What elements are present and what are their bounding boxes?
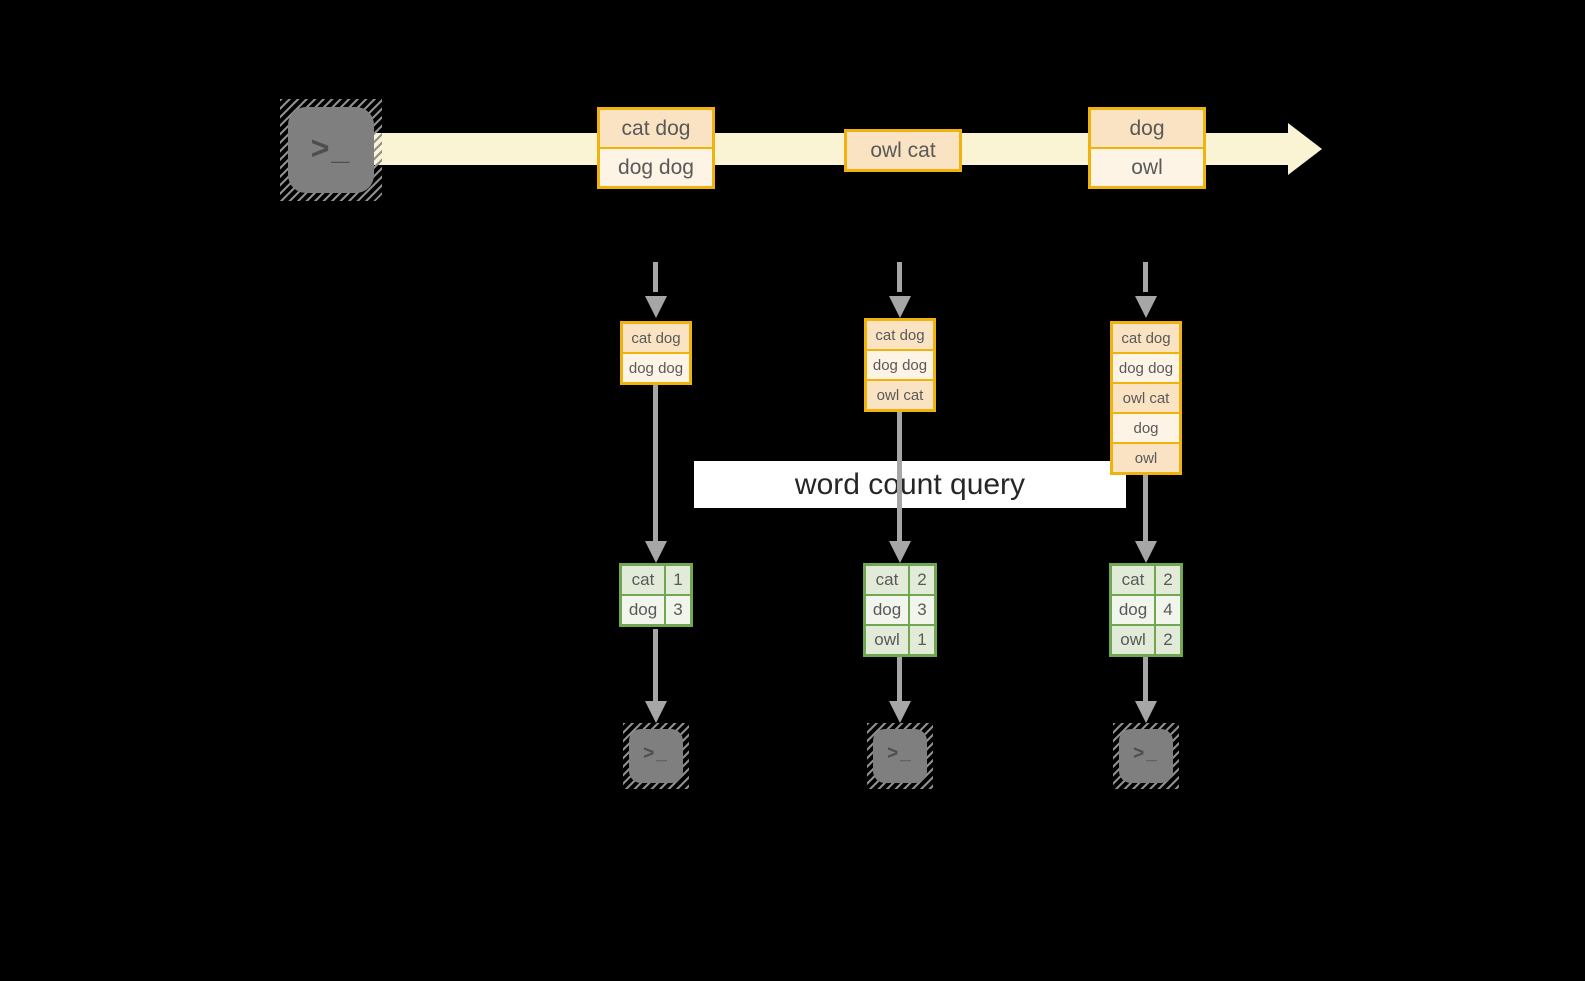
terminal-prompt-glyph: >_ (310, 129, 352, 166)
buffer-record: dog dog (1113, 354, 1179, 382)
count-cell: 3 (666, 596, 690, 624)
buffered-records-2: cat dog dog dog owl cat (864, 318, 936, 412)
buffered-records-1: cat dog dog dog (620, 321, 692, 385)
word-cell: dog (1112, 596, 1154, 624)
word-cell: cat (1112, 566, 1154, 594)
count-cell: 2 (1156, 566, 1180, 594)
buffer-record: cat dog (867, 321, 933, 349)
dashed-arrow-head-icon (889, 296, 911, 318)
word-count-table-2: cat 2 dog 3 owl 1 (863, 563, 937, 657)
count-cell: 3 (910, 596, 934, 624)
flow-arrow-line (897, 412, 902, 546)
flow-arrow-line (653, 385, 658, 546)
word-cell: owl (1112, 626, 1154, 654)
buffer-record: owl (1113, 444, 1179, 472)
dashed-arrow-head-icon (1135, 296, 1157, 318)
flow-arrow-head-icon (645, 541, 667, 563)
output-arrow-head-icon (889, 701, 911, 723)
stream-arrow-head-icon (1288, 123, 1322, 175)
flow-arrow-head-icon (1135, 541, 1157, 563)
word-cell: owl (866, 626, 908, 654)
buffer-record: dog dog (623, 354, 689, 382)
dashed-arrow-line (653, 262, 658, 292)
dashed-arrow-line (897, 262, 902, 292)
buffer-record: owl cat (1113, 384, 1179, 412)
terminal-prompt-glyph: >_ (643, 743, 669, 764)
terminal-prompt-icon: >_ (873, 729, 927, 783)
word-count-table-1: cat 1 dog 3 (619, 563, 693, 627)
count-cell: 2 (910, 566, 934, 594)
message-line: cat dog (600, 110, 712, 147)
terminal-prompt-icon: >_ (629, 729, 683, 783)
sink-terminal-icon: >_ (1113, 723, 1179, 789)
sink-terminal-icon: >_ (623, 723, 689, 789)
terminal-prompt-icon: >_ (288, 107, 374, 193)
count-cell: 4 (1156, 596, 1180, 624)
dashed-arrow-line (1143, 262, 1148, 292)
output-arrow-head-icon (1135, 701, 1157, 723)
buffer-record: cat dog (1113, 324, 1179, 352)
stream-message-box-3: dog owl (1088, 107, 1206, 189)
terminal-prompt-glyph: >_ (1133, 743, 1159, 764)
terminal-prompt-icon: >_ (1119, 729, 1173, 783)
buffer-record: dog (1113, 414, 1179, 442)
word-count-table-3: cat 2 dog 4 owl 2 (1109, 563, 1183, 657)
message-line: owl (1091, 149, 1203, 186)
word-cell: cat (622, 566, 664, 594)
word-cell: cat (866, 566, 908, 594)
stream-message-box-2: owl cat (844, 129, 962, 172)
buffer-record: dog dog (867, 351, 933, 379)
message-line: owl cat (847, 132, 959, 169)
flow-arrow-head-icon (889, 541, 911, 563)
terminal-prompt-glyph: >_ (887, 743, 913, 764)
output-arrow-head-icon (645, 701, 667, 723)
buffered-records-3: cat dog dog dog owl cat dog owl (1110, 321, 1182, 475)
buffer-record: owl cat (867, 381, 933, 409)
word-count-query-label: word count query (694, 461, 1126, 508)
flow-arrow-line (1143, 475, 1148, 546)
count-cell: 1 (910, 626, 934, 654)
count-cell: 2 (1156, 626, 1180, 654)
word-cell: dog (622, 596, 664, 624)
message-line: dog (1091, 110, 1203, 147)
source-terminal-icon: >_ (280, 99, 382, 201)
buffer-record: cat dog (623, 324, 689, 352)
count-cell: 1 (666, 566, 690, 594)
output-arrow-line (653, 629, 658, 705)
output-arrow-line (1143, 657, 1148, 705)
stream-message-box-1: cat dog dog dog (597, 107, 715, 189)
dashed-arrow-head-icon (645, 296, 667, 318)
word-cell: dog (866, 596, 908, 624)
output-arrow-line (897, 657, 902, 705)
message-line: dog dog (600, 149, 712, 186)
sink-terminal-icon: >_ (867, 723, 933, 789)
